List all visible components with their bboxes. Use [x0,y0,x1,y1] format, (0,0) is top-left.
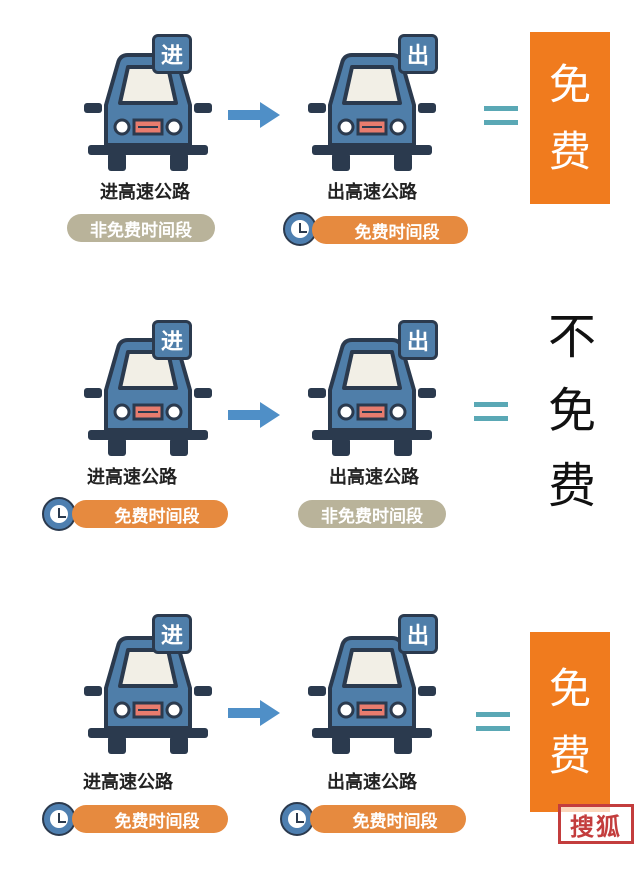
result-char: 免 [547,383,596,440]
arrow-icon [228,102,280,128]
enter-label: 进高速公路 [87,467,177,488]
result-char: 免 [548,663,591,713]
car-icon [78,45,218,175]
result-not-free: 不 免 费 [532,300,612,523]
result-char: 费 [548,731,591,780]
enter-period-pill: 非免费时间段 [67,214,215,242]
enter-label: 进高速公路 [100,182,190,203]
result-box-free: 免 费 [530,32,610,204]
enter-badge: 进 [152,614,192,654]
arrow-icon [228,700,280,726]
result-char: 费 [547,457,596,514]
row-3: 进 进高速公路 免费时间段 出 出高速公路 免费时间段 免 费 [0,590,640,870]
clock-icon [280,802,314,836]
exit-badge: 出 [398,614,438,654]
car-icon [302,628,442,758]
exit-badge: 出 [398,34,438,74]
car-icon [78,330,218,460]
car-icon [302,45,442,175]
enter-period-pill: 免费时间段 [72,500,228,528]
clock-icon [283,212,317,246]
arrow-icon [228,402,280,428]
enter-label: 进高速公路 [83,772,173,793]
exit-label: 出高速公路 [327,182,417,203]
exit-period-pill: 非免费时间段 [298,500,446,528]
enter-badge: 进 [152,320,192,360]
exit-period-pill: 免费时间段 [312,216,468,244]
row-1: 进 进高速公路 非免费时间段 出 出高速公路 免费时间段 免 费 [0,20,640,300]
equals-icon [484,106,518,128]
car-icon [302,330,442,460]
car-icon [78,628,218,758]
result-char: 免 [548,59,591,109]
equals-icon [476,712,510,734]
enter-badge: 进 [152,34,192,74]
exit-label: 出高速公路 [327,772,417,793]
clock-icon [42,497,76,531]
enter-period-pill: 免费时间段 [72,805,228,833]
clock-icon [42,802,76,836]
result-char: 费 [548,127,591,176]
row-2: 进 进高速公路 免费时间段 出 出高速公路 非免费时间段 不 免 费 [0,300,640,580]
exit-badge: 出 [398,320,438,360]
result-char: 不 [547,309,596,365]
exit-label: 出高速公路 [329,467,419,488]
watermark-logo: 搜狐 [558,804,634,844]
exit-period-pill: 免费时间段 [310,805,466,833]
result-box-free: 免 费 [530,632,610,812]
equals-icon [474,402,508,424]
